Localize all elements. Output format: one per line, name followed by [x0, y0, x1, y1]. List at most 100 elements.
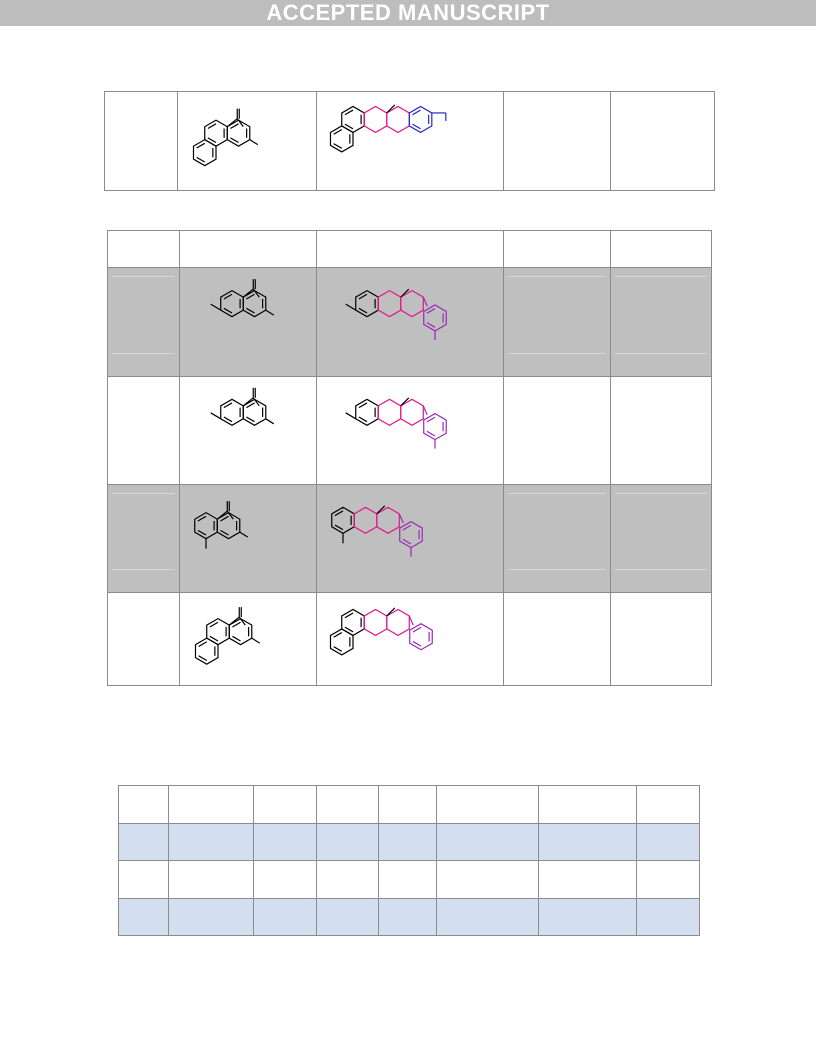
bond	[198, 641, 208, 647]
bond	[412, 123, 421, 130]
bond	[334, 510, 344, 517]
table-cell	[253, 823, 317, 861]
header-cell	[538, 785, 637, 824]
table-cell	[118, 898, 169, 936]
value-cell	[503, 91, 611, 191]
ring-bond	[399, 520, 423, 549]
table-main	[107, 230, 712, 686]
value-cell	[610, 267, 712, 377]
bond	[422, 296, 428, 307]
aldehyde-structure-cell	[179, 376, 317, 485]
header-cell	[610, 230, 712, 268]
bond	[333, 632, 343, 638]
header-cell	[636, 785, 700, 824]
bond	[334, 524, 344, 531]
value-cell	[610, 484, 712, 593]
bond	[196, 142, 206, 149]
aldehyde-structure-cell	[179, 592, 317, 686]
ring-bond	[363, 608, 388, 637]
entry-cell	[107, 267, 180, 377]
entry-cell	[104, 91, 178, 191]
bond	[408, 615, 414, 626]
aldehyde-structure-cell	[179, 484, 317, 593]
entry-cell	[107, 376, 180, 485]
product-structure	[329, 104, 447, 153]
aldehyde-structure	[192, 108, 259, 167]
table-row	[107, 376, 712, 485]
table-header-row	[118, 785, 700, 824]
header-cell	[179, 230, 317, 268]
bond	[265, 309, 275, 316]
table-cell	[436, 898, 539, 936]
table-cell	[538, 860, 637, 899]
table-row	[104, 91, 715, 191]
table-cell	[436, 860, 539, 899]
table-row	[118, 898, 700, 936]
ring-bond	[377, 398, 402, 427]
product-structure-cell	[316, 267, 504, 377]
bond	[210, 303, 222, 311]
faded-text-block	[615, 276, 707, 354]
bond	[197, 529, 207, 536]
table-top	[104, 91, 715, 191]
value-cell	[503, 376, 611, 485]
table-cell	[118, 860, 169, 899]
accepted-manuscript-banner: ACCEPTED MANUSCRIPT	[0, 0, 816, 26]
bond	[249, 139, 259, 146]
bond	[236, 118, 244, 128]
bond	[230, 123, 239, 129]
bond	[209, 635, 219, 642]
bond	[426, 416, 436, 423]
entry-cell	[107, 592, 180, 686]
aldehyde-structure	[210, 279, 275, 318]
table-cell	[378, 823, 437, 861]
bond	[412, 626, 422, 633]
header-cell	[503, 230, 611, 268]
bond	[344, 123, 354, 130]
ring-bond	[423, 304, 447, 332]
header-cell	[118, 785, 169, 824]
table-cell	[538, 898, 637, 936]
product-structure-cell	[316, 592, 504, 686]
bond	[252, 288, 260, 298]
bond	[426, 308, 436, 314]
faded-text-block	[615, 493, 707, 570]
table-row	[118, 823, 700, 861]
bond	[246, 307, 255, 314]
bond	[412, 109, 421, 116]
header-cell	[316, 230, 504, 268]
ring-bond	[329, 628, 354, 656]
product-structure	[345, 288, 447, 340]
bond	[344, 109, 354, 116]
value-cell	[610, 592, 712, 686]
bond	[207, 123, 217, 129]
header-cell	[436, 785, 539, 824]
bond	[196, 156, 206, 163]
bond	[210, 412, 222, 420]
bond	[252, 397, 260, 407]
table-row	[107, 592, 712, 686]
bond	[386, 607, 396, 617]
product-structure-cell	[316, 484, 504, 593]
bond	[230, 137, 239, 144]
aldehyde-structure-cell	[179, 267, 317, 377]
table-cell	[378, 898, 437, 936]
table-cell	[253, 898, 317, 936]
value-cell	[503, 484, 611, 593]
bond	[333, 646, 343, 652]
faded-text-block	[112, 276, 175, 354]
bond	[412, 640, 422, 647]
bond	[345, 412, 357, 420]
table-row	[107, 267, 712, 377]
product-structure	[331, 505, 423, 557]
bond	[223, 416, 233, 423]
header-cell	[378, 785, 437, 824]
bond	[246, 402, 255, 409]
bond	[220, 529, 229, 536]
bond	[358, 416, 368, 423]
bond	[345, 303, 357, 311]
header-cell	[316, 785, 379, 824]
bond	[398, 513, 404, 524]
bond	[402, 538, 412, 545]
ring-bond	[386, 608, 410, 637]
